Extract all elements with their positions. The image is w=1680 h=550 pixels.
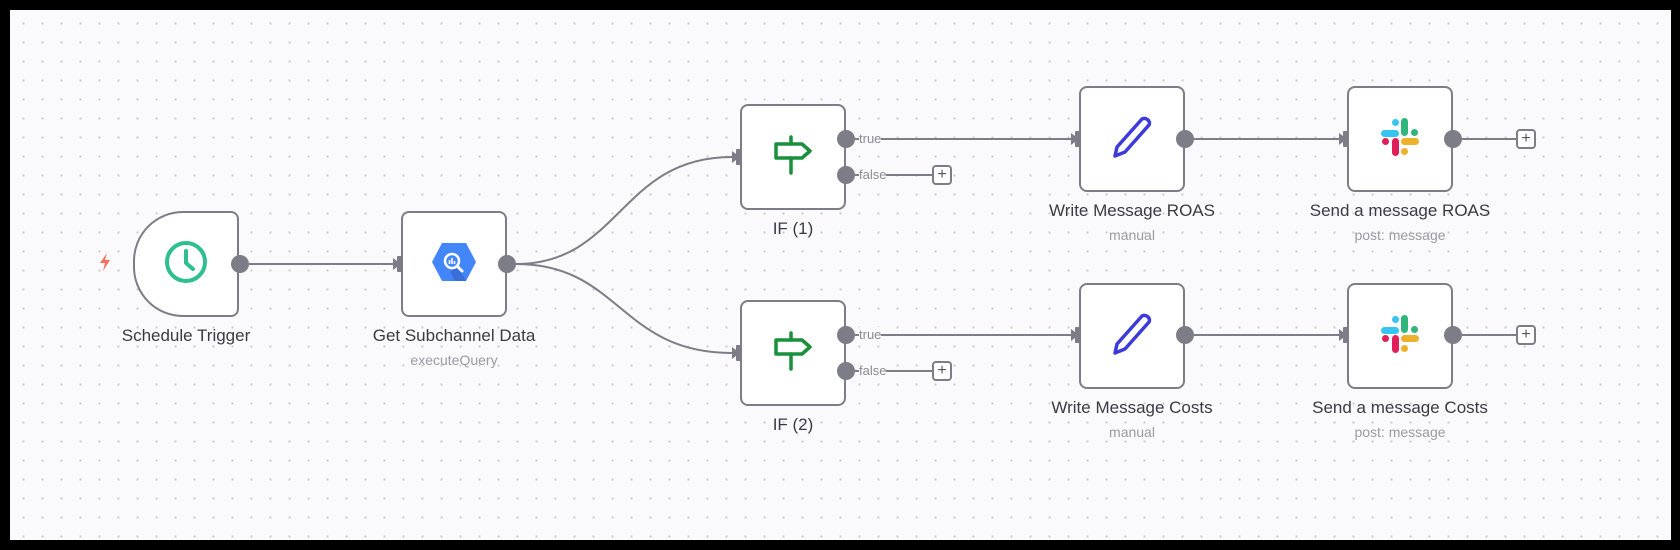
node-if-1[interactable]: [740, 104, 846, 210]
node-title: IF (2): [772, 415, 814, 434]
node-subtitle: post: message: [1354, 227, 1446, 243]
node-subtitle: post: message: [1354, 424, 1446, 440]
add-node-button[interactable]: +: [1516, 325, 1536, 345]
node-title: Write Message Costs: [1051, 398, 1213, 417]
node-title: Send a message ROAS: [1309, 201, 1491, 220]
add-node-button[interactable]: +: [932, 361, 952, 381]
add-node-button[interactable]: +: [932, 165, 952, 185]
node-schedule-trigger[interactable]: [133, 211, 239, 317]
lightning-bolt-icon: [97, 252, 113, 277]
node-subtitle: manual: [1109, 227, 1155, 243]
node-get-subchannel-data[interactable]: [401, 211, 507, 317]
branch-label-false: false: [859, 363, 887, 378]
output-handle[interactable]: [1444, 130, 1462, 148]
signpost-icon: [772, 134, 814, 181]
node-title: Write Message ROAS: [1049, 201, 1215, 220]
node-send-message-costs[interactable]: [1347, 283, 1453, 389]
node-write-message-costs[interactable]: [1079, 283, 1185, 389]
slack-icon: [1377, 311, 1423, 362]
clock-icon: [163, 239, 209, 290]
node-title: Get Subchannel Data: [372, 326, 536, 345]
output-handle-false[interactable]: [837, 362, 855, 380]
node-title: Send a message Costs: [1312, 398, 1488, 417]
output-handle-true[interactable]: [837, 130, 855, 148]
output-handle-true[interactable]: [837, 326, 855, 344]
node-if-2[interactable]: [740, 300, 846, 406]
branch-label-true: true: [859, 131, 882, 146]
node-write-message-roas[interactable]: [1079, 86, 1185, 192]
branch-label-false: false: [859, 167, 887, 182]
node-send-message-roas[interactable]: [1347, 86, 1453, 192]
output-handle-false[interactable]: [837, 166, 855, 184]
output-handle[interactable]: [1176, 130, 1194, 148]
node-subtitle: manual: [1109, 424, 1155, 440]
node-title: Schedule Trigger: [121, 326, 251, 345]
output-handle[interactable]: [231, 255, 249, 273]
add-node-button[interactable]: +: [1516, 129, 1536, 149]
bigquery-icon: [431, 242, 477, 287]
pencil-icon: [1109, 114, 1155, 165]
signpost-icon: [772, 330, 814, 377]
node-title: IF (1): [772, 219, 814, 238]
pencil-icon: [1109, 311, 1155, 362]
slack-icon: [1377, 114, 1423, 165]
branch-label-true: true: [859, 327, 882, 342]
node-subtitle: executeQuery: [410, 352, 498, 368]
output-handle[interactable]: [498, 255, 516, 273]
output-handle[interactable]: [1444, 326, 1462, 344]
output-handle[interactable]: [1176, 326, 1194, 344]
